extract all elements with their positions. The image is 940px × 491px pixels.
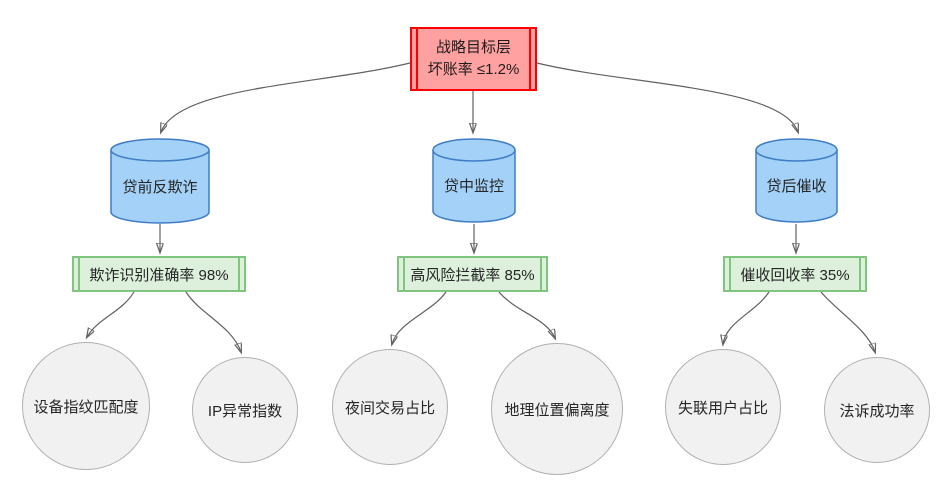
stage-label-pre-loan: 贷前反欺诈 (122, 178, 198, 196)
cylinder-shape (755, 138, 838, 223)
edge-metric1-to-factor1 (87, 291, 135, 337)
edge-metric2-to-factor4 (498, 291, 555, 338)
factor-night-transaction-ratio: 夜间交易占比 (332, 349, 448, 465)
factor-ip-anomaly-index: IP异常指数 (192, 357, 298, 463)
metric-fraud-detection-accuracy: 欺诈识别准确率 98% (72, 256, 246, 292)
edge-metric3-to-factor5 (723, 291, 770, 344)
node-in-loan-monitoring: 贷中监控 (432, 138, 516, 223)
strategic-goal-target: 坏账率 ≤1.2% (427, 61, 520, 78)
stage-label-in-loan: 贷中监控 (443, 178, 504, 195)
factor-geo-location-deviation: 地理位置偏离度 (491, 343, 623, 475)
metric-high-risk-interception: 高风险拦截率 85% (397, 256, 548, 292)
edge-metric2-to-factor3 (392, 291, 447, 344)
edge-root-to-postloan (536, 62, 798, 132)
metric-collection-recovery: 催收回收率 35% (723, 256, 867, 292)
stage-label-post-loan: 贷后催收 (766, 178, 827, 195)
factor-label: IP异常指数 (207, 402, 283, 420)
factor-lost-contact-user-ratio: 失联用户占比 (665, 349, 781, 465)
factor-label: 法诉成功率 (839, 402, 915, 420)
factor-label: 失联用户占比 (677, 399, 768, 417)
factor-label: 设备指纹匹配度 (33, 398, 139, 416)
cylinder-shape (110, 138, 210, 224)
cylinder-shape (432, 138, 516, 223)
node-post-loan-collection: 贷后催收 (755, 138, 838, 223)
factor-litigation-success-rate: 法诉成功率 (824, 357, 930, 463)
factor-label: 地理位置偏离度 (504, 401, 610, 419)
metric-label: 催收回收率 35% (740, 266, 850, 284)
metric-label: 高风险拦截率 85% (410, 266, 535, 284)
strategic-goal-title: 战略目标层 (435, 39, 511, 56)
node-pre-loan-antifraud: 贷前反欺诈 (110, 138, 210, 224)
edge-metric1-to-factor2 (185, 291, 241, 352)
factor-label: 夜间交易占比 (344, 399, 435, 417)
edge-root-to-preloan (161, 62, 411, 132)
metric-label: 欺诈识别准确率 98% (89, 266, 229, 284)
factor-device-fingerprint-match: 设备指纹匹配度 (22, 342, 150, 470)
edge-metric3-to-factor6 (820, 291, 875, 352)
node-strategic-goal: 战略目标层 坏账率 ≤1.2% (410, 27, 537, 91)
